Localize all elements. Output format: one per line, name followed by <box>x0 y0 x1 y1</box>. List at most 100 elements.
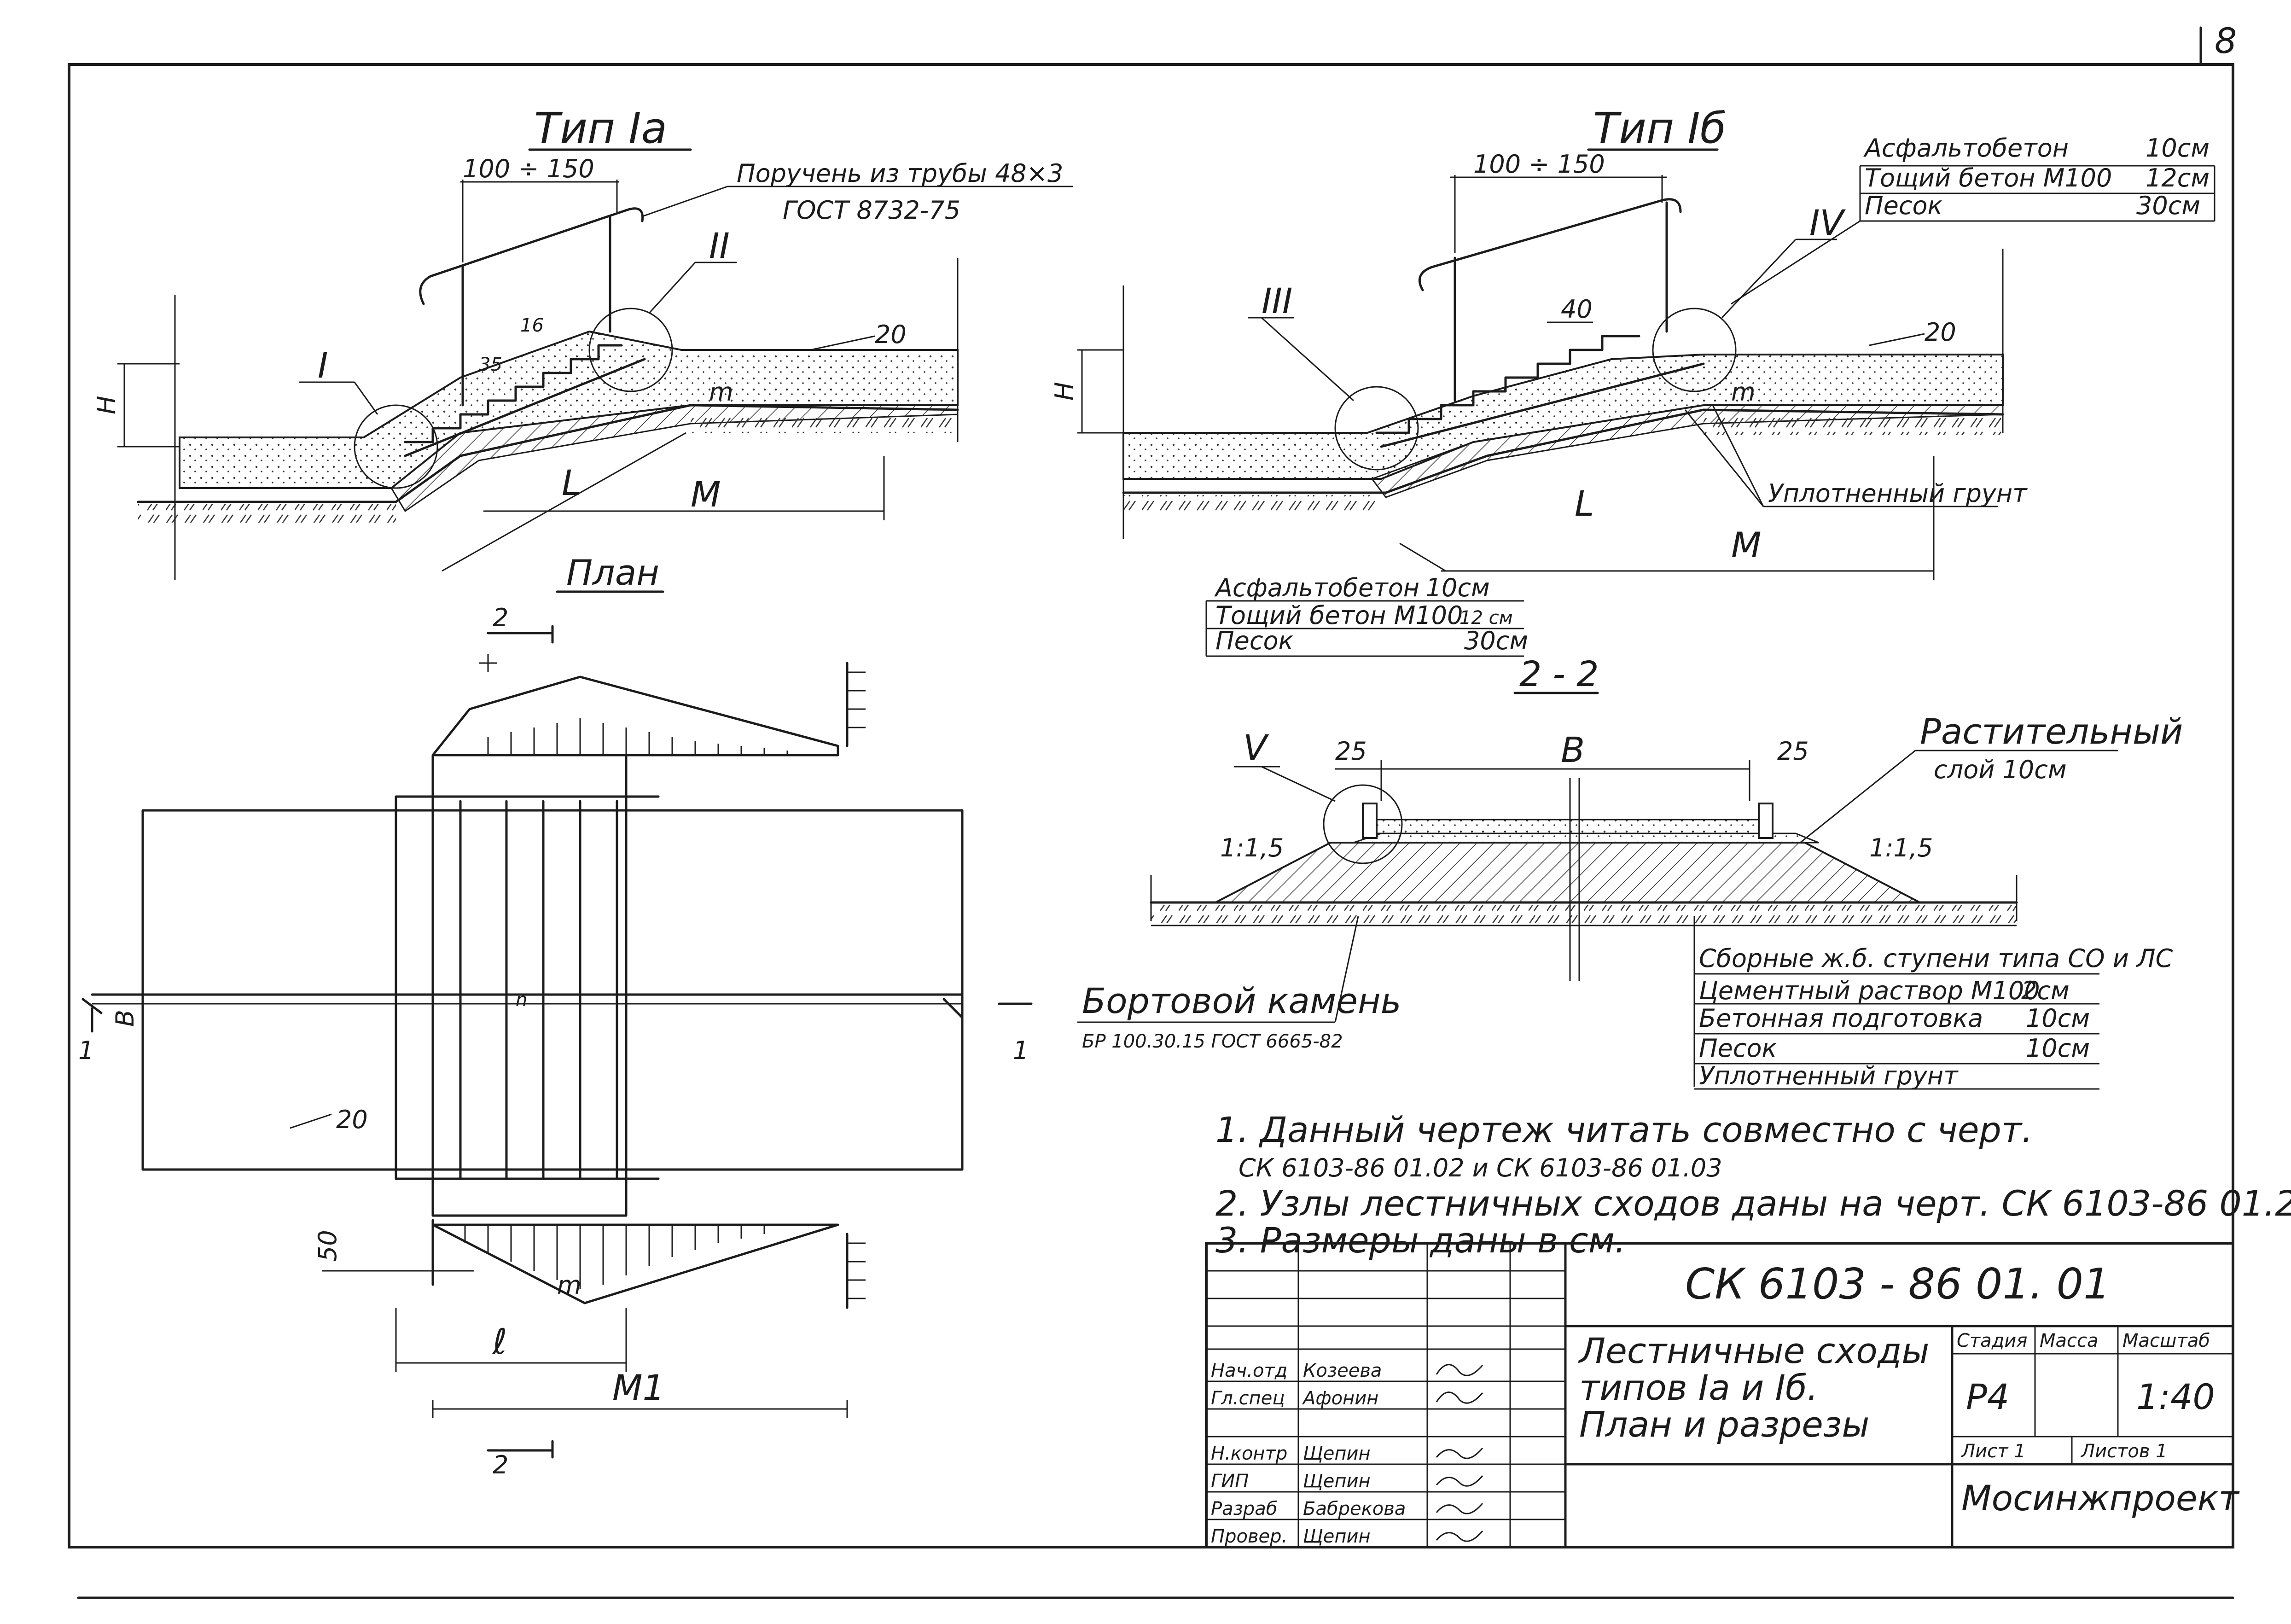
cut-2-bottom-label: 2 <box>493 1450 508 1479</box>
node-2-label: II <box>709 225 730 266</box>
mass-label: Масса <box>2040 1330 2099 1351</box>
slope-left: 1:1,5 <box>1220 833 1284 862</box>
layers-bottom-table: Асфальтобетон - 10см Тощий бетон М100 12… <box>1205 573 1528 657</box>
sheet-label: Лист 1 <box>1960 1441 2026 1462</box>
node-5-label: V <box>1243 727 1269 768</box>
section-layer-3-name: Бетонная подготовка <box>1699 1004 1983 1033</box>
sig-role-2: Гл.спец <box>1211 1388 1285 1409</box>
section-2-2-title: 2 - 2 <box>1519 653 1599 694</box>
node-4-label: IV <box>1809 202 1846 243</box>
type-1b-title: Тип Iб <box>1593 104 1726 153</box>
note-1: 1. Данный чертеж читать совместно с черт… <box>1215 1109 2033 1150</box>
doc-name-3: План и разрезы <box>1579 1404 1869 1445</box>
organization: Мосинжпроект <box>1961 1478 2240 1519</box>
node-1-label: I <box>318 345 328 386</box>
layer-bottom-2-name: Тощий бетон М100 <box>1215 601 1463 630</box>
dim-1b-h: H <box>1050 382 1079 401</box>
node-2-circle <box>588 308 673 392</box>
dim-1a-handrail: 100 ÷ 150 <box>463 154 594 183</box>
plan-dim-m1: М1 <box>612 1367 665 1408</box>
cut-2-top-label: 2 <box>493 603 508 632</box>
curb-spec: БР 100.30.15 ГОСТ 6665-82 <box>1082 1031 1343 1052</box>
layer-top-3-name: Песок <box>1865 191 1943 220</box>
section-layer-4-name: Песок <box>1699 1034 1777 1063</box>
cut-1-left-label: 1 <box>78 1036 94 1065</box>
sig-name-3: Щепин <box>1303 1443 1371 1464</box>
dim-2-2-25-right: 25 <box>1777 737 1809 766</box>
slope-right: 1:1,5 <box>1869 833 1933 862</box>
section-layer-1-name: Сборные ж.б. ступени типа СО и ЛС <box>1699 944 2173 973</box>
sig-role-4: ГИП <box>1211 1471 1249 1492</box>
stage-value: Р4 <box>1966 1376 2009 1417</box>
layer-top-1-name: Асфальтобетон <box>1863 134 2069 163</box>
dim-1a-h: H <box>92 396 121 414</box>
layer-top-3-value: 30см <box>2136 191 2200 220</box>
dim-1b-40: 40 <box>1561 295 1593 324</box>
dim-1a-m-small: m <box>709 378 733 407</box>
plan-dim-b: В <box>110 1010 140 1027</box>
cut-1-right-label: 1 <box>1013 1036 1029 1065</box>
plan-view: План 2 2 n 1 <box>78 552 1033 1479</box>
node-1-circle <box>354 404 438 489</box>
dim-1b-handrail: 100 ÷ 150 <box>1473 150 1605 179</box>
node-5-circle <box>1323 784 1403 864</box>
layer-top-2-value: 12см <box>2146 163 2210 192</box>
node-3-label: III <box>1262 280 1292 321</box>
sig-name-5: Бабрекова <box>1303 1498 1406 1519</box>
vegetation-label: Растительный <box>1920 711 2183 752</box>
dim-1a-16: 16 <box>520 315 544 336</box>
doc-name-2: типов Iа и Iб. <box>1579 1367 1818 1408</box>
layer-bottom-2-value: 12 см <box>1459 607 1513 629</box>
doc-code: СК 6103 - 86 01. 01 <box>1685 1259 2111 1309</box>
layer-top-2-name: Тощий бетон М100 <box>1865 163 2112 192</box>
dim-1a-m: M <box>691 474 721 515</box>
section-layer-5-name: Уплотненный грунт <box>1699 1061 1959 1090</box>
dim-1b-m-small: m <box>1731 378 1756 407</box>
sig-name-4: Щепин <box>1303 1471 1371 1492</box>
node-4-circle <box>1652 308 1737 392</box>
sig-name-6: Щепин <box>1303 1526 1371 1547</box>
note-2: 2. Узлы лестничных сходов даны на черт. … <box>1215 1183 2291 1224</box>
handrail-note: Поручень из трубы 48×3 <box>737 159 1063 188</box>
notes: 1. Данный чертеж читать совместно с черт… <box>1215 1109 2291 1261</box>
note-3: 3. Размеры даны в см. <box>1215 1220 1626 1261</box>
section-layer-2-name: Цементный раствор М100 <box>1699 976 2040 1005</box>
layer-top-1-value: 10см <box>2146 134 2210 163</box>
scale-value: 1:40 <box>2136 1376 2215 1417</box>
handrail-gost: ГОСТ 8732-75 <box>783 196 960 225</box>
plan-road-strip <box>141 809 964 1171</box>
stage-label: Стадия <box>1957 1330 2027 1351</box>
sig-role-6: Провер. <box>1211 1526 1287 1547</box>
plan-title: План <box>566 552 659 593</box>
sig-role-3: Н.контр <box>1211 1443 1287 1464</box>
note-1b: СК 6103-86 01.02 и СК 6103-86 01.03 <box>1239 1153 1722 1182</box>
sig-role-5: Разраб <box>1211 1498 1277 1519</box>
dim-1b-l: L <box>1575 483 1594 524</box>
node-3-circle <box>1334 386 1419 471</box>
type-1b-section: Тип Iб 100 ÷ 150 Асфальтобетон 10см Тощи… <box>1050 104 2215 657</box>
plan-dim-l: ℓ <box>492 1321 507 1362</box>
section-layer-4-value: 10см <box>2026 1034 2090 1063</box>
sheet-number: 8 <box>2215 20 2237 61</box>
layer-bottom-1-name: Асфальтобетон <box>1214 573 1419 602</box>
dim-2-2-b: В <box>1561 729 1585 770</box>
section-2-2: 2 - 2 V 25 25 В 1:1,5 1:1,5 Растительный… <box>1077 653 2183 1090</box>
layer-bottom-3-name: Песок <box>1215 626 1294 655</box>
dim-2-2-25-left: 25 <box>1335 737 1367 766</box>
section-layer-3-value: 10см <box>2026 1004 2090 1033</box>
layer-bottom-1-value: - 10см <box>1409 573 1490 602</box>
dim-1b-m: M <box>1731 524 1762 565</box>
dim-1a-l: L <box>562 462 581 503</box>
svg-text:n: n <box>516 990 527 1011</box>
type-1a-section: Тип Iа 100 ÷ 150 Поручень из трубы 48×3 … <box>92 104 1073 580</box>
doc-name-1: Лестничные сходы <box>1578 1330 1929 1371</box>
title-block: Нач.отд Козеева Гл.спец Афонин Н.контр Щ… <box>1205 1242 2240 1548</box>
plan-label-m: m <box>557 1271 581 1300</box>
layers-top-table: Асфальтобетон 10см Тощий бетон М100 12см… <box>1731 134 2215 305</box>
sheets-label: Листов 1 <box>2080 1441 2168 1462</box>
type-1a-title: Тип Iа <box>534 104 667 153</box>
plan-dim-50: 50 <box>313 1230 342 1262</box>
dim-1a-35: 35 <box>479 354 502 375</box>
section-layers-table: Сборные ж.б. ступени типа СО и ЛС Цемент… <box>1693 916 2173 1090</box>
